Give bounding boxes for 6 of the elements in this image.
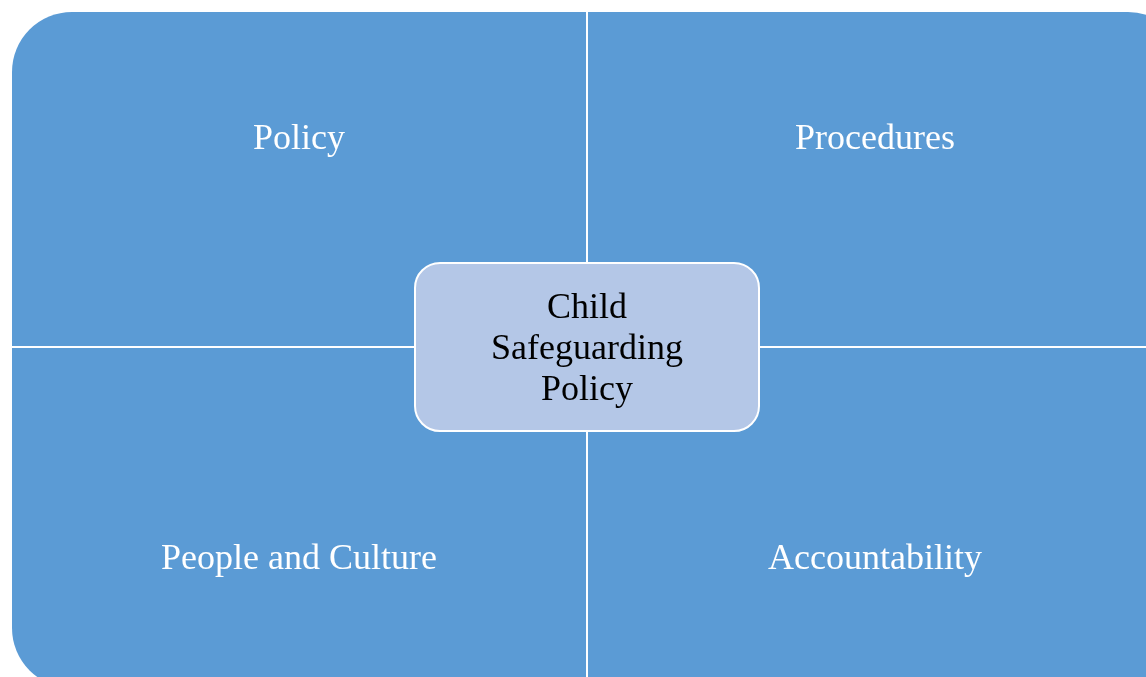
quadrant-title: People and Culture	[160, 536, 438, 578]
quadrant-title: Accountability	[767, 536, 983, 578]
quadrant-title: Policy	[252, 116, 346, 158]
center-title: Child Safeguarding Policy	[490, 285, 684, 409]
center-box	[414, 262, 760, 432]
quadrant-title: Procedures	[794, 116, 956, 158]
